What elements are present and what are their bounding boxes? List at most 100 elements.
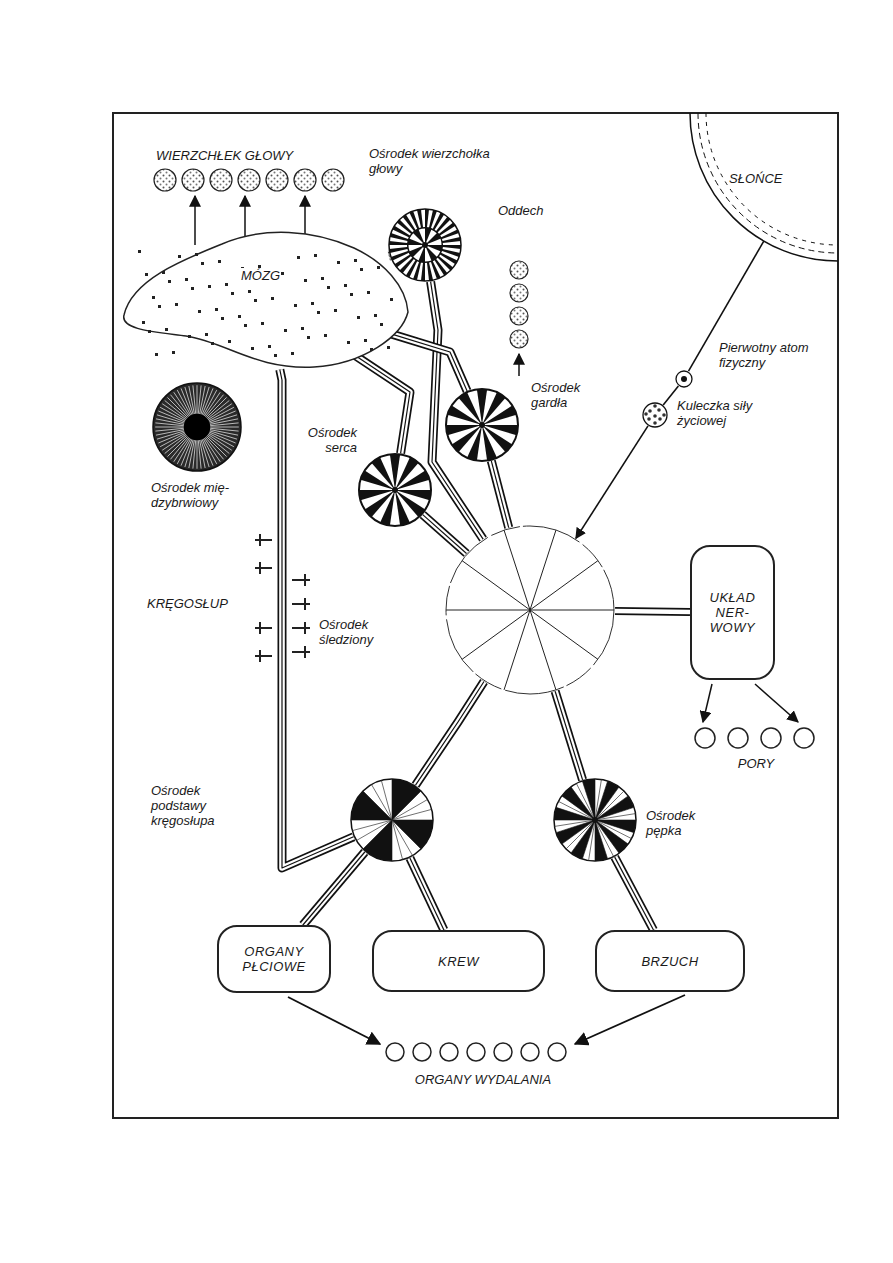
region-label: WIERZCHŁEK GŁOWY [155,148,347,163]
dot [658,417,662,421]
stream-line [353,354,410,453]
spoke [462,610,530,659]
wedge [595,796,634,820]
energy-stream [555,691,583,780]
wedge [425,245,437,261]
dot [644,412,648,416]
process-box: BRZUCH [595,930,745,992]
part-label: ORGANY WYDALANIA [376,1072,590,1087]
breath-particles [510,261,528,348]
spoke [167,397,187,417]
spoke [167,436,187,456]
sun-shape: SŁOŃCE [688,113,838,263]
dot [647,417,651,421]
spoke [204,392,220,416]
spleen-figure [445,525,615,695]
dot [662,413,666,417]
spoke [530,610,598,659]
spoke [504,530,530,610]
node-label: ORGANY PŁCIOWE [229,944,319,974]
wedge [351,791,392,820]
ring [359,454,431,526]
core [479,422,485,428]
energy-stream [615,857,654,930]
spoke [530,561,598,610]
spoke [155,427,184,428]
ring [351,779,433,861]
stream-line [576,426,648,539]
ring [676,371,692,387]
chakra-circle: Ośrodek serca [358,453,432,527]
spoke [203,439,216,464]
energy-stream [353,354,410,453]
stream-line [410,858,444,930]
core [592,817,598,823]
node-label: Ośrodek wierzchołka głowy [368,146,500,176]
wedge [363,820,392,861]
dot [648,409,652,413]
node-label: Ośrodek pępka [645,808,719,838]
stream-line [423,515,467,554]
core [392,487,398,493]
spoke [207,435,229,453]
sun-figure [688,113,838,263]
stream-line [615,611,690,612]
node-label: Kuleczka siły życiowej [676,398,766,428]
node-label: Ośrodek podstawy kręgosłupa [150,783,234,828]
stream-line [431,282,484,539]
stream-line [491,461,508,528]
spoke [197,440,198,469]
spoke [205,395,223,417]
node-label: Ośrodek gardła [530,380,604,410]
dot [653,404,657,408]
node-label: Pierwotny atom fizyczny [718,340,820,370]
spoke [177,390,190,415]
core [422,242,428,248]
stream-line [615,857,654,930]
spoke [170,437,188,459]
spoke [155,428,183,431]
pore-arrows [703,684,798,722]
frame [113,113,838,1118]
stream-line [423,515,467,554]
pores [695,728,814,748]
process-box: UKŁAD NER- WOWY [690,545,775,680]
spoke [210,427,239,428]
wedge [556,820,595,844]
chakra-circle: Ośrodek mię- dzybrwiowy [152,382,242,472]
crown-figure [388,208,462,282]
node-label: Ośrodek mię- dzybrwiowy [150,480,244,510]
stream-line [555,691,583,780]
ring [554,779,636,861]
spoke [206,397,226,417]
spoke [530,530,556,610]
node-label: Ośrodek śledziony [318,617,415,647]
wedge [482,425,497,461]
stream-line [410,858,444,930]
brow-figure [152,382,242,472]
excretion-arrows [288,995,685,1044]
wedge [395,471,430,490]
bold-figure [445,388,519,462]
stream-line [303,852,365,925]
spoke [198,440,201,468]
chakra-circle: Ośrodek gardła [445,388,519,462]
stream-line [303,852,365,925]
wedge [413,229,425,245]
dot [653,414,657,418]
atom-figure [675,370,693,388]
stream-line [353,354,410,453]
wedge [482,406,517,425]
process-box: KREW [372,930,545,992]
stream-line [491,461,508,528]
node-label: MÓZG [240,268,281,283]
core [184,414,210,440]
spoke [174,438,190,462]
globule-figure [642,402,668,428]
dot [653,421,657,425]
dot [657,408,661,412]
ring [446,389,518,461]
globule-circle: Kuleczka siły życiowej [642,402,668,428]
energy-stream [615,611,690,612]
